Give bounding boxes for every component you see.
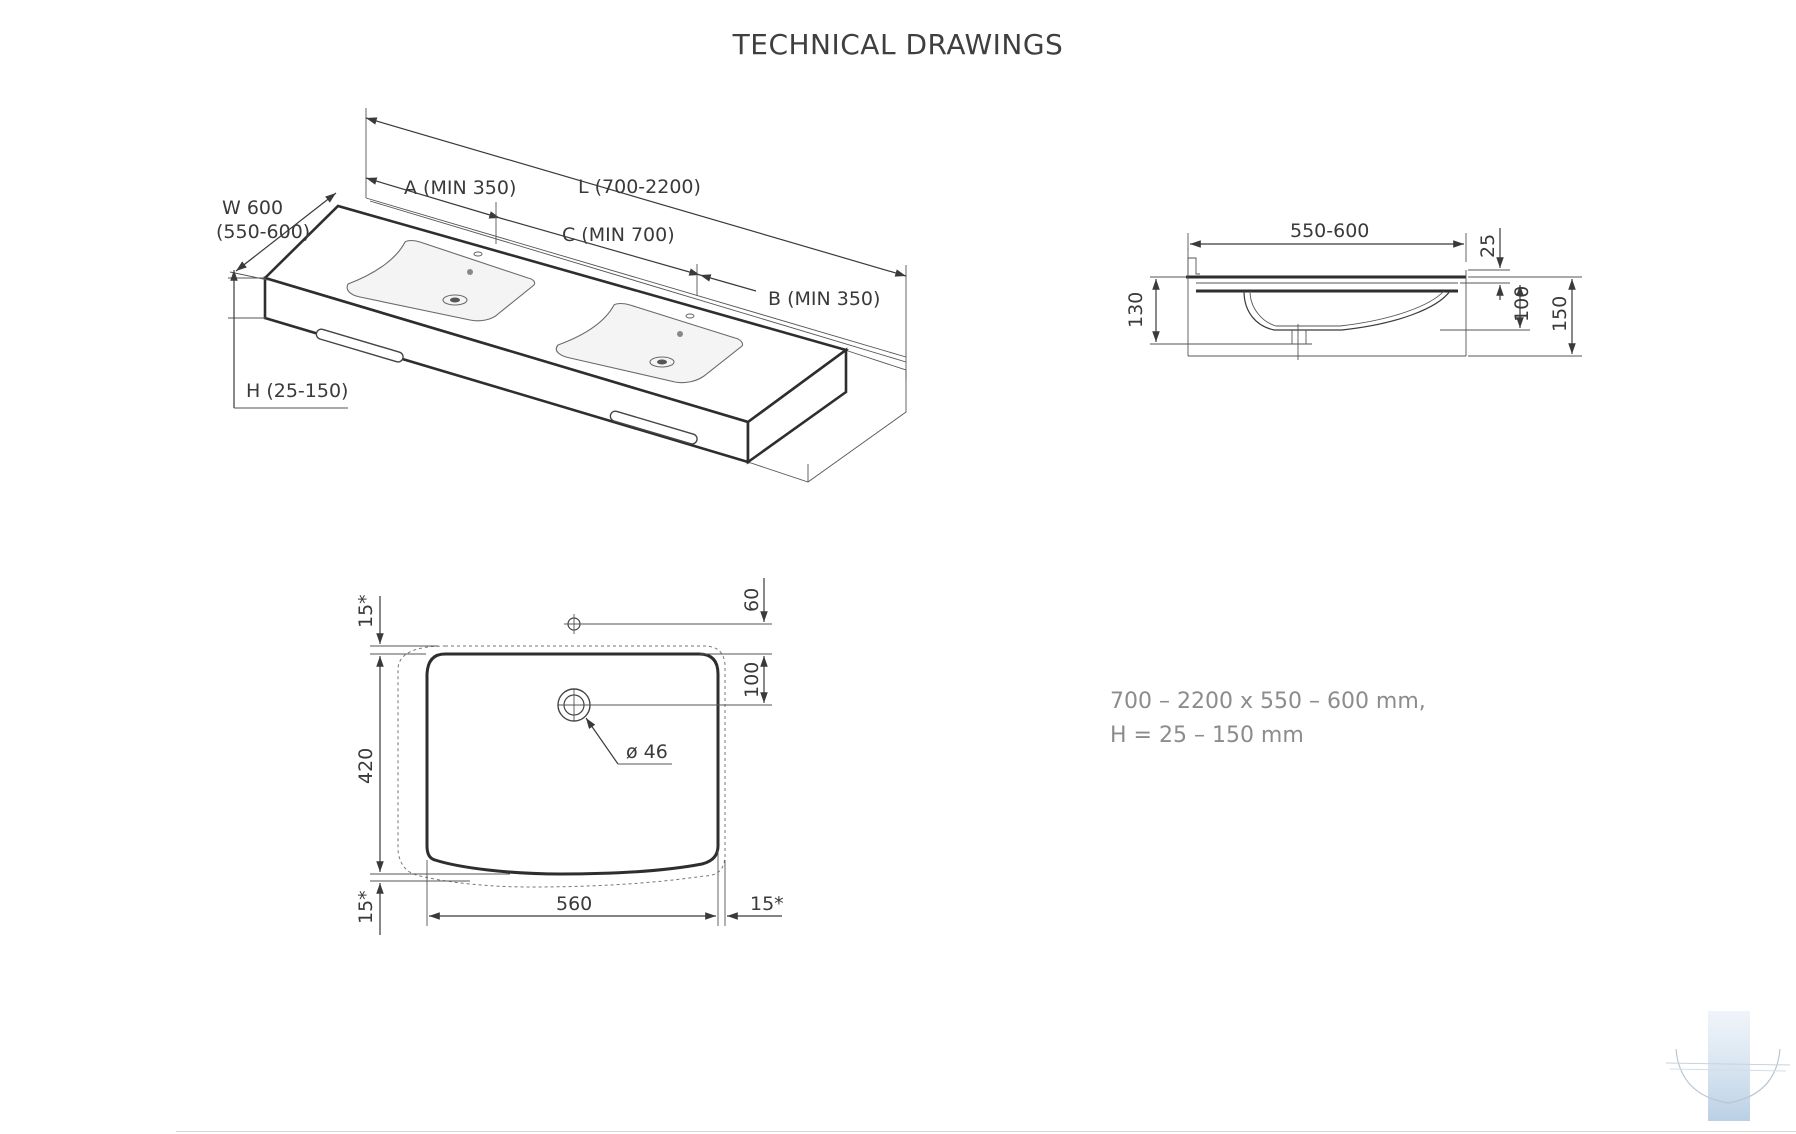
brand-logo-watermark [1665,1011,1791,1121]
dim-height-label: H (25-150) [246,380,348,402]
spec-height-line: H = 25 – 150 mm [1110,723,1304,748]
dim-top-width-label: 550-600 [1290,220,1369,242]
dim-diameter-label: ø 46 [626,741,668,763]
dim-c-label: C (MIN 700) [562,224,675,246]
footer-divider [176,1131,1796,1132]
dim-15-right-label: 15* [750,893,784,915]
top-view: 15* 60 100 420 ø 46 15* 560 15* [355,578,784,935]
dim-b-label: B (MIN 350) [768,288,880,310]
dim-130-label: 130 [1125,292,1147,328]
dim-60-label: 60 [741,588,763,612]
dimension-spec-text: 700 – 2200 x 550 – 600 mm, H = 25 – 150 … [1110,685,1426,753]
dim-100-top-label: 100 [741,662,763,698]
dim-25-label: 25 [1477,234,1499,258]
dim-420-label: 420 [355,748,377,784]
dim-100-label: 100 [1511,286,1533,322]
page-title: TECHNICAL DRAWINGS [732,28,1064,61]
dim-width-label: W 600 [222,197,283,219]
dim-length-label: L (700-2200) [578,176,701,198]
dim-width-range-label: (550-600) [216,221,310,243]
section-view: 550-600 25 130 100 150 [1125,220,1582,360]
spec-size-line: 700 – 2200 x 550 – 600 mm, [1110,689,1426,714]
dim-15-bottom-label: 15* [355,890,377,924]
dim-150-label: 150 [1549,296,1571,332]
isometric-view: W 600 (550-600) A (MIN 350) L (700-2200)… [216,108,907,483]
dim-a-label: A (MIN 350) [404,177,516,199]
dim-15-top-label: 15* [355,594,377,628]
dim-560-label: 560 [556,893,592,915]
